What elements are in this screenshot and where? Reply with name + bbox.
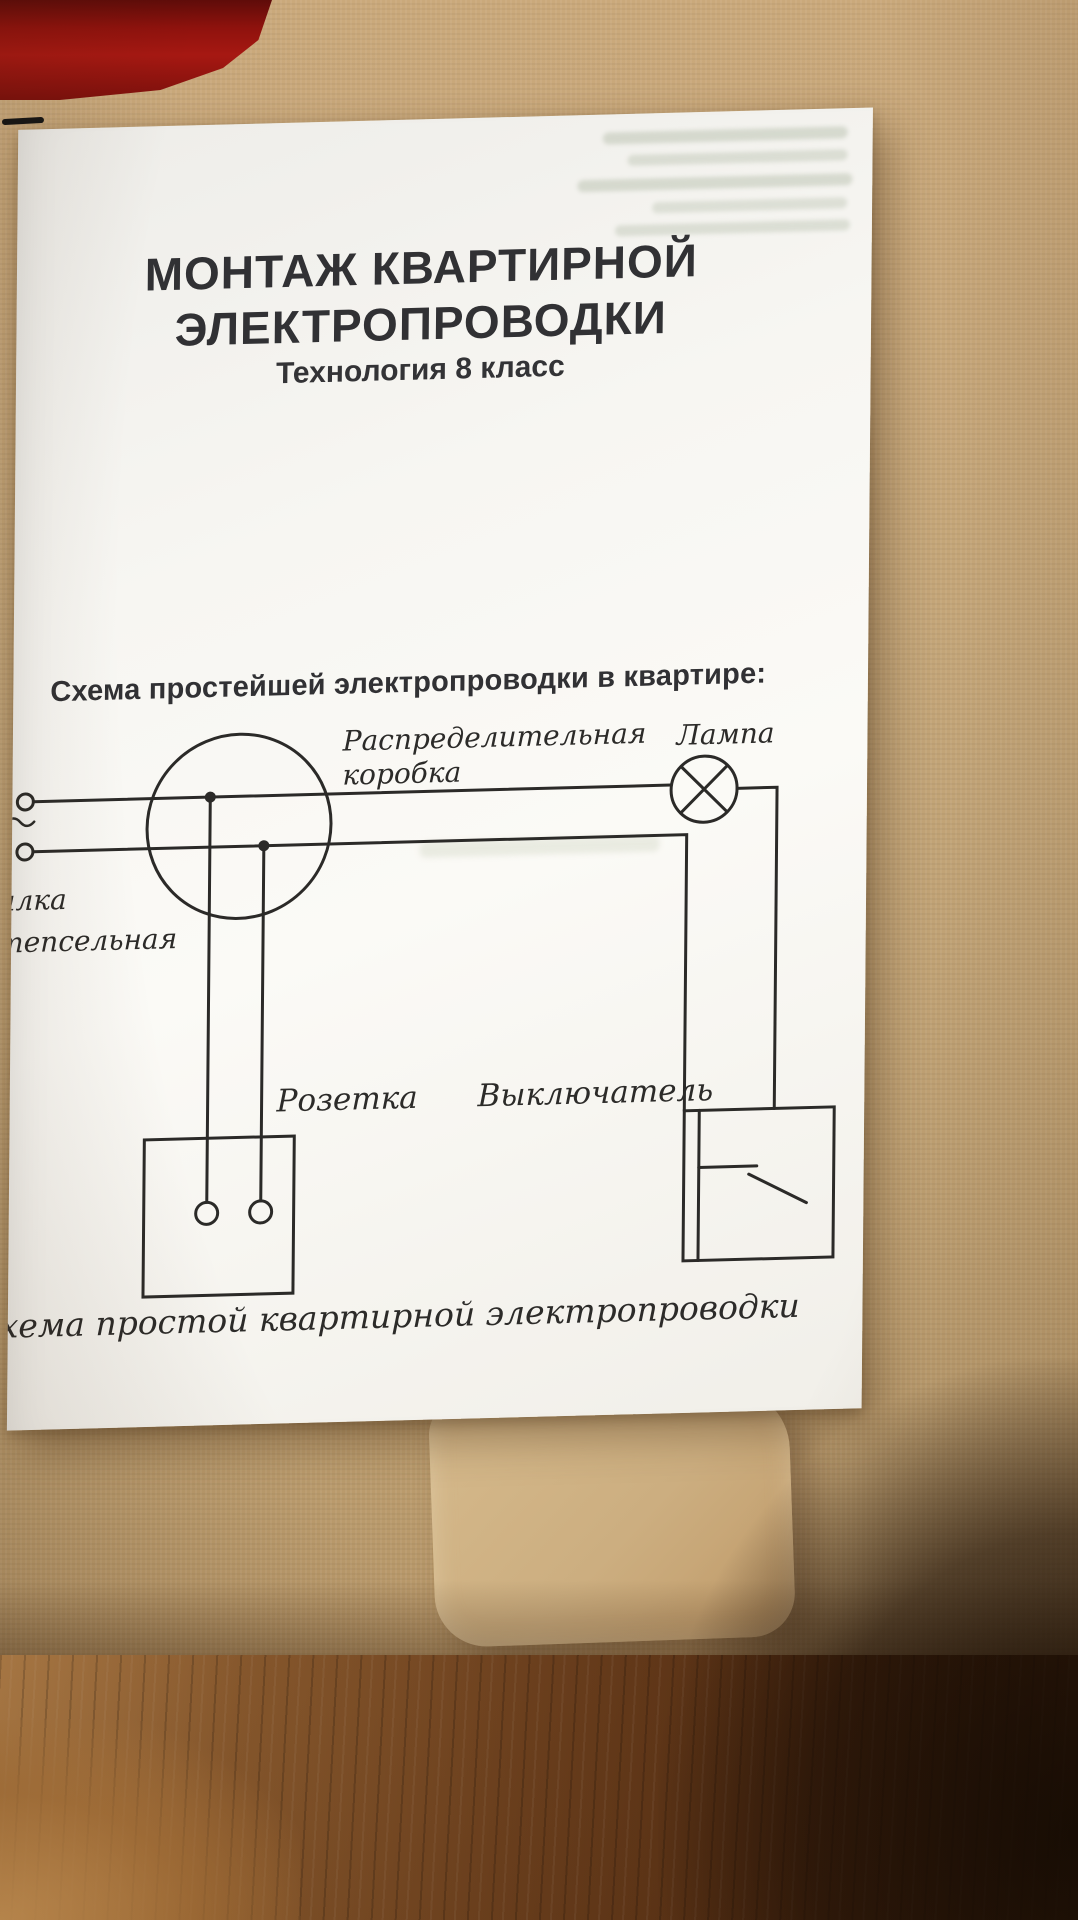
bleed-through-line xyxy=(652,197,848,214)
label-plug-line1: илка xyxy=(6,882,67,918)
dark-dash-mark xyxy=(1,116,45,126)
lamp-symbol xyxy=(669,754,739,824)
label-switch: Выключатель xyxy=(477,1072,714,1115)
distribution-box-circle xyxy=(145,732,333,920)
dark-shadow-corner xyxy=(658,1360,1078,1920)
label-socket: Розетка xyxy=(276,1079,418,1120)
label-distribution-box: Распределительная коробка xyxy=(342,717,646,793)
plug-symbol xyxy=(7,792,36,862)
socket-symbol xyxy=(141,1134,296,1299)
page-title: МОНТАЖ КВАРТИРНОЙ ЭЛЕКТРОПРОВОДКИ xyxy=(16,229,826,362)
label-plug: илка тепсельная xyxy=(7,876,178,965)
bleed-through-line xyxy=(627,149,848,166)
worksheet-page: МОНТАЖ КВАРТИРНОЙ ЭЛЕКТРОПРОВОДКИ Технол… xyxy=(6,107,873,1431)
switch-symbol xyxy=(681,1105,836,1263)
light-wood-corner xyxy=(0,1720,300,1920)
bleed-through-line xyxy=(577,173,853,193)
circuit-diagram-svg xyxy=(7,732,836,1299)
label-lamp: Лампа xyxy=(676,716,775,752)
junction-dots xyxy=(204,791,270,852)
red-object-top-left xyxy=(0,0,272,100)
wires xyxy=(31,783,779,1204)
label-plug-line2: тепсельная xyxy=(6,922,178,960)
bleed-through-line xyxy=(602,126,848,145)
